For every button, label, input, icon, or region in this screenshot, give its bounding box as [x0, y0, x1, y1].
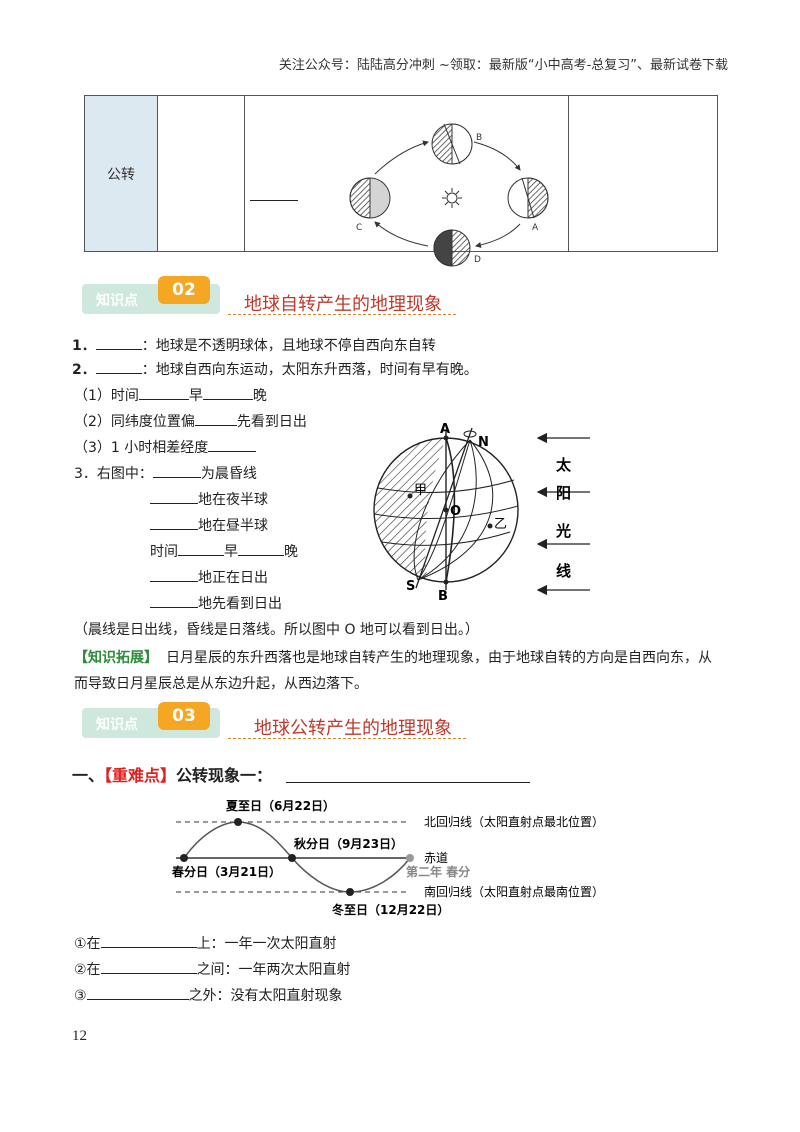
- table-blank-line: [250, 200, 298, 201]
- solar-path-diagram: 夏至日（6月22日） 秋分日（9月23日） 春分日（3月21日） 冬至日（12月…: [171, 798, 604, 917]
- table-cell-empty-1: [157, 95, 245, 252]
- page-number: 12: [72, 1028, 87, 1044]
- autumn-equinox-label: 秋分日（9月23日）: [294, 836, 403, 851]
- globe-label-yi: 乙: [494, 517, 507, 532]
- globe-label-n: N: [478, 435, 489, 450]
- s3-line-1: ①在上：一年一次太阳直射: [74, 936, 337, 952]
- orbit-label-a: A: [532, 223, 539, 233]
- s2-extension-line2: 而导致日月星辰总是从东边升起，从西边落下。: [74, 676, 368, 692]
- sunlight-char-3: 光: [555, 522, 571, 540]
- s3-line-2: ②在之间：一年两次太阳直射: [74, 962, 351, 978]
- section2-underline: [228, 314, 456, 315]
- s2-item-1: 1．：地球是不透明球体，且地球不停自西向东自转: [72, 338, 436, 354]
- s2-item-3-4: 时间早晚: [150, 544, 298, 560]
- equator-label: 赤道: [424, 851, 448, 865]
- section2-number: 02: [158, 276, 210, 304]
- tropic-capricorn-label: 南回归线（太阳直射点最南位置）: [424, 884, 604, 899]
- section2-title: 地球自转产生的地理现象: [244, 294, 442, 315]
- globe-d: [433, 229, 471, 267]
- sunlight-char-2: 阳: [556, 484, 571, 502]
- s2-item-3-2: 地在夜半球: [150, 490, 268, 510]
- s2-item-3: 3．右图中：为晨昏线: [74, 466, 257, 482]
- s2-item-2b: （2）同纬度位置偏先看到日出: [74, 414, 307, 430]
- orbit-diagram: B C A D: [349, 123, 549, 267]
- section3-title: 地球公转产生的地理现象: [254, 718, 452, 739]
- next-spring-label: 第二年 春分: [406, 864, 470, 879]
- s2-item-3-5: 地正在日出: [150, 568, 268, 588]
- table-label-cell: 公转: [84, 95, 158, 252]
- table-cell-empty-2: [568, 95, 718, 252]
- s2-extension-line1: 【知识拓展】日月星辰的东升西落也是地球自转产生的地理现象，由于地球自转的方向是自…: [74, 650, 712, 666]
- s2-item-3-3: 地在昼半球: [150, 516, 268, 536]
- s2-item-2c: （3）1 小时相差经度: [74, 438, 257, 458]
- globe-diagram: A N O S B 甲 乙 太 阳 光 线: [373, 422, 590, 604]
- s2-item-2: 2．：地球自西向东运动，太阳东升西落，时间有早有晚。: [72, 362, 478, 378]
- globe-label-o: O: [450, 504, 461, 519]
- globe-label-b: B: [438, 589, 448, 604]
- spring-equinox-label: 春分日（3月21日）: [171, 864, 281, 879]
- page-header: 关注公众号：陆陆高分冲刺 ~领取：最新版“小中高考-总复习”、最新试卷下载: [278, 58, 728, 73]
- globe-label-s: S: [406, 579, 415, 594]
- orbit-label-d: D: [474, 255, 481, 265]
- globe-b: [431, 123, 473, 165]
- orbit-label-b: B: [476, 133, 482, 143]
- globe-label-jia: 甲: [414, 483, 427, 498]
- summer-solstice-label: 夏至日（6月22日）: [226, 798, 335, 813]
- section3-number: 03: [158, 702, 210, 730]
- winter-solstice-label: 冬至日（12月22日）: [332, 902, 449, 917]
- s3-heading-blank: [286, 782, 530, 783]
- table-cell-diagram: [244, 95, 569, 252]
- globe-label-a: A: [440, 422, 450, 437]
- section3-tag: 知识点: [96, 717, 138, 733]
- s2-note: （晨线是日出线，昏线是日落线。所以图中 O 地可以看到日出。）: [74, 622, 479, 638]
- orbit-label-c: C: [356, 223, 362, 233]
- section2-tag: 知识点: [96, 293, 138, 309]
- s2-item-2a: （1）时间早晚: [74, 388, 267, 404]
- tropic-cancer-label: 北回归线（太阳直射点最北位置）: [424, 814, 604, 829]
- sun-icon: [442, 188, 462, 208]
- sunlight-char-1: 太: [556, 456, 572, 474]
- globe-a: [507, 177, 549, 219]
- section3-underline: [228, 738, 466, 739]
- s2-item-3-6: 地先看到日出: [150, 594, 282, 614]
- sunlight-char-4: 线: [556, 562, 571, 580]
- revolution-table: 公转: [84, 95, 718, 252]
- s3-heading: 一、【重难点】公转现象一：: [72, 766, 273, 785]
- globe-c: [349, 177, 391, 219]
